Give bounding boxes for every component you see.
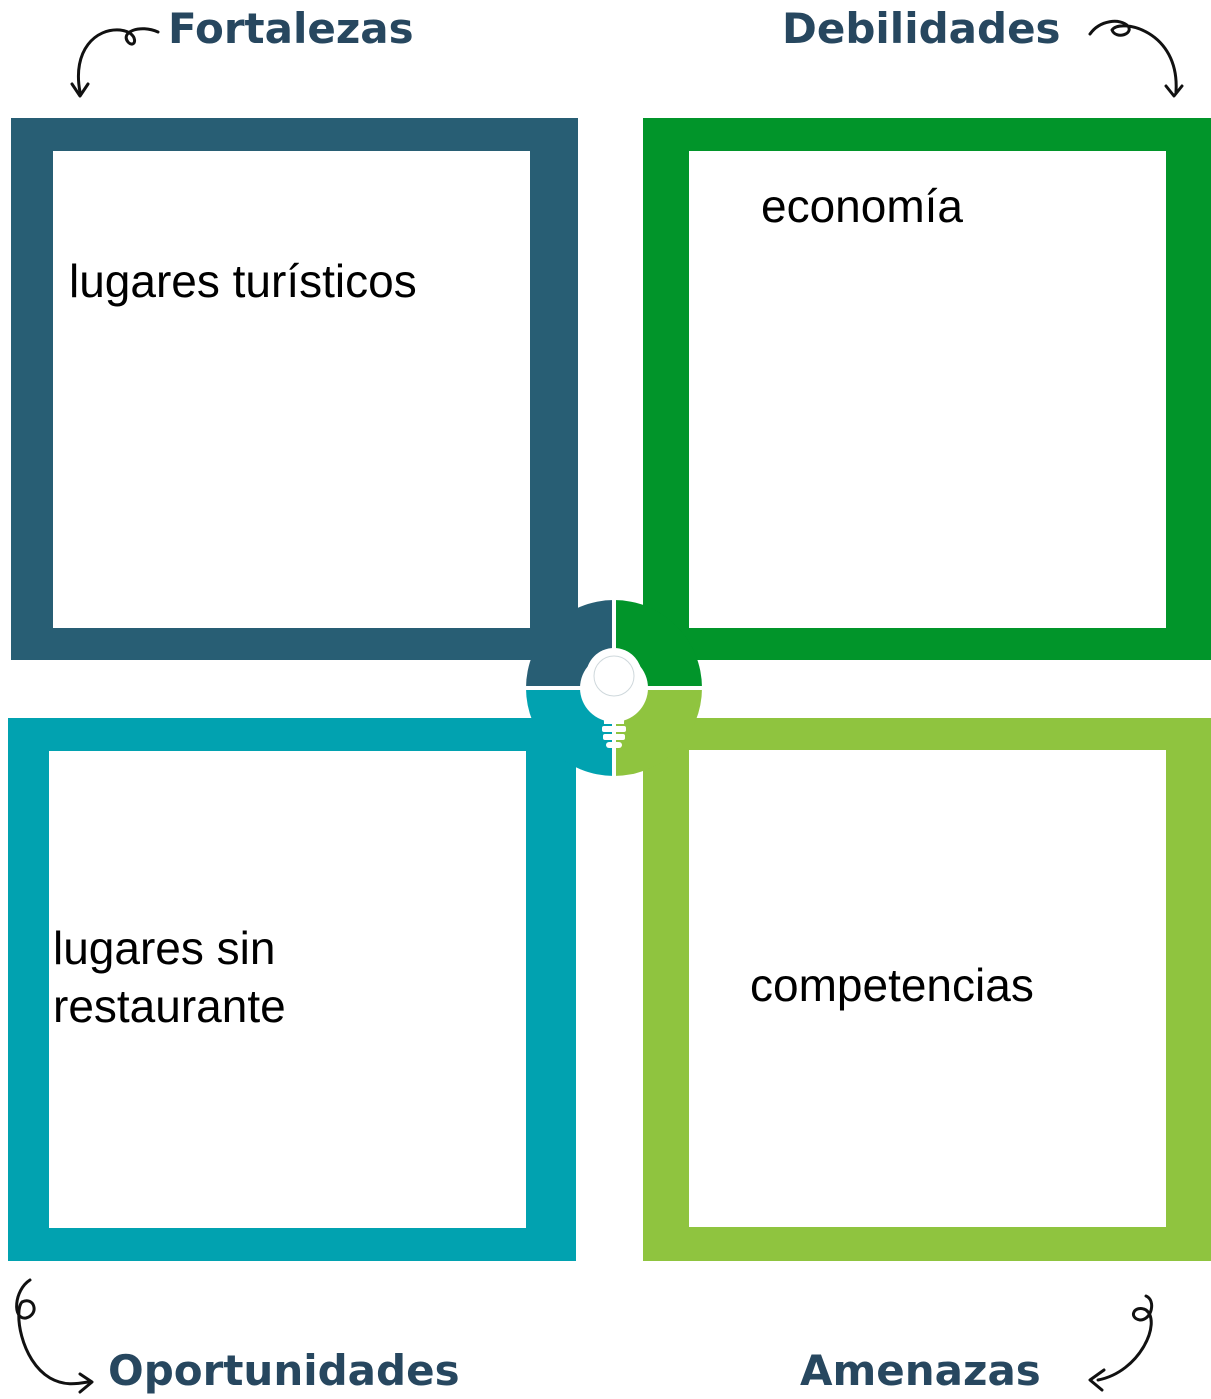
heading-debilidades: Debilidades [782, 4, 1061, 53]
text-amenazas: competencias [750, 959, 1034, 1011]
lightbulb-icon [586, 648, 642, 748]
center-circle [526, 600, 702, 776]
text-debilidades: economía [761, 180, 964, 232]
text-oportunidades: lugares sin restaurante [53, 922, 286, 1032]
box-debilidades: economía [643, 118, 1211, 660]
box-fortalezas: lugares turísticos [11, 118, 578, 660]
text-fortalezas: lugares turísticos [69, 255, 417, 307]
box-amenazas: competencias [643, 718, 1211, 1261]
box-oportunidades: lugares sin restaurante [8, 718, 576, 1261]
heading-oportunidades: Oportunidades [108, 1346, 460, 1395]
heading-amenazas: Amenazas [800, 1346, 1041, 1395]
heading-fortalezas: Fortalezas [168, 4, 414, 53]
